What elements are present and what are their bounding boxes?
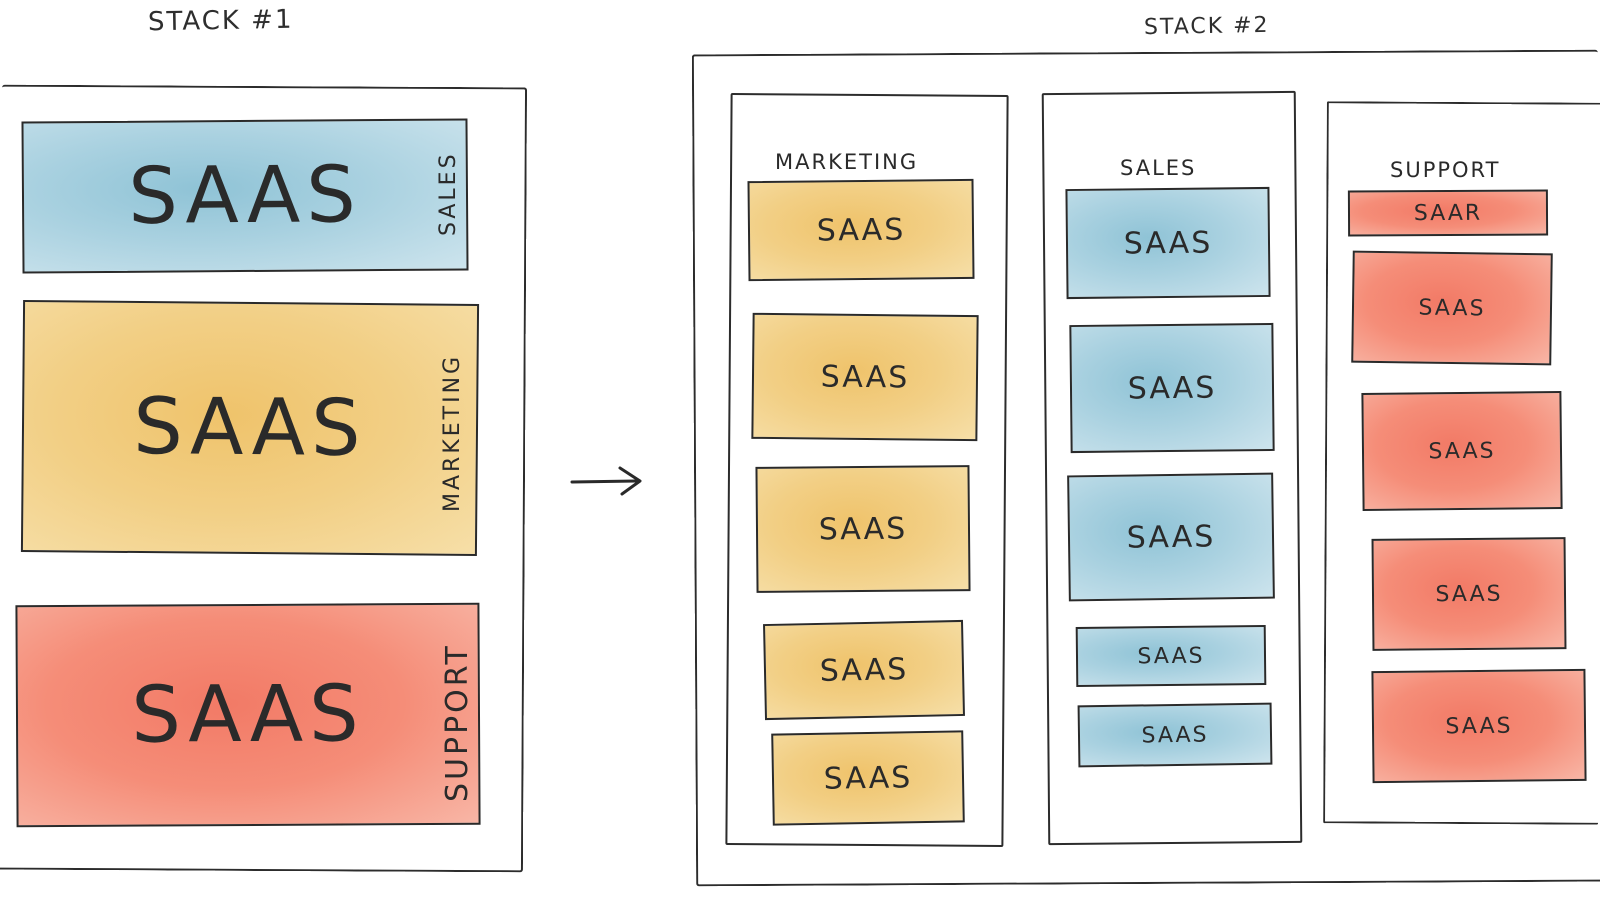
sales-block-4: SAAS: [1075, 625, 1267, 687]
support-block-5: SAAS: [1371, 668, 1587, 784]
sales-block-2: SAAS: [1069, 322, 1275, 454]
block-label: SAAS: [131, 669, 365, 761]
column-heading-sales: SALES: [1120, 156, 1197, 180]
stack1-side-label-marketing: MARKETING: [440, 353, 465, 512]
stack1-block-sales: SAAS: [21, 118, 469, 274]
sales-block-5: SAAS: [1077, 702, 1273, 768]
sales-block-1: SAAS: [1065, 186, 1271, 300]
block-label: SAAS: [1435, 581, 1503, 607]
support-block-2: SAAS: [1351, 250, 1553, 366]
block-label: SAAS: [128, 150, 362, 242]
marketing-block-4: SAAS: [763, 619, 965, 721]
block-label: SAAS: [1418, 295, 1486, 321]
support-block-3: SAAS: [1361, 390, 1563, 512]
block-label: SAAS: [819, 651, 909, 689]
marketing-block-3: SAAS: [755, 465, 971, 593]
block-label: SAAS: [132, 381, 368, 475]
block-label: SAAR: [1413, 200, 1483, 226]
column-heading-marketing: MARKETING: [775, 150, 919, 174]
block-label: SAAS: [816, 212, 906, 248]
block-label: SAAS: [1445, 713, 1513, 739]
column-heading-support: SUPPORT: [1390, 158, 1501, 182]
block-label: SAAS: [1428, 438, 1496, 464]
block-label: SAAS: [1126, 518, 1216, 556]
support-block-1: SAAR: [1347, 189, 1549, 237]
block-label: SAAS: [818, 511, 908, 547]
marketing-block-5: SAAS: [771, 730, 965, 826]
stack1-title: STACK #1: [147, 4, 294, 38]
block-label: SAAS: [1141, 722, 1209, 748]
marketing-block-2: SAAS: [751, 312, 979, 442]
stack1-block-support: SAAS: [15, 602, 481, 828]
block-label: SAAS: [1127, 370, 1217, 406]
block-label: SAAS: [823, 759, 913, 797]
support-block-4: SAAS: [1371, 537, 1567, 651]
block-label: SAAS: [820, 359, 910, 395]
stack1-side-label-support: SUPPORT: [440, 643, 475, 802]
sales-block-3: SAAS: [1067, 472, 1275, 602]
marketing-block-1: SAAS: [747, 178, 975, 282]
block-label: SAAS: [1123, 225, 1213, 261]
stack1-side-label-sales: SALES: [436, 151, 461, 236]
right-arrow-icon: [570, 466, 642, 496]
block-label: SAAS: [1137, 643, 1205, 669]
stack2-title: STACK #2: [1143, 12, 1270, 41]
stack1-block-marketing: SAAS: [20, 300, 480, 556]
